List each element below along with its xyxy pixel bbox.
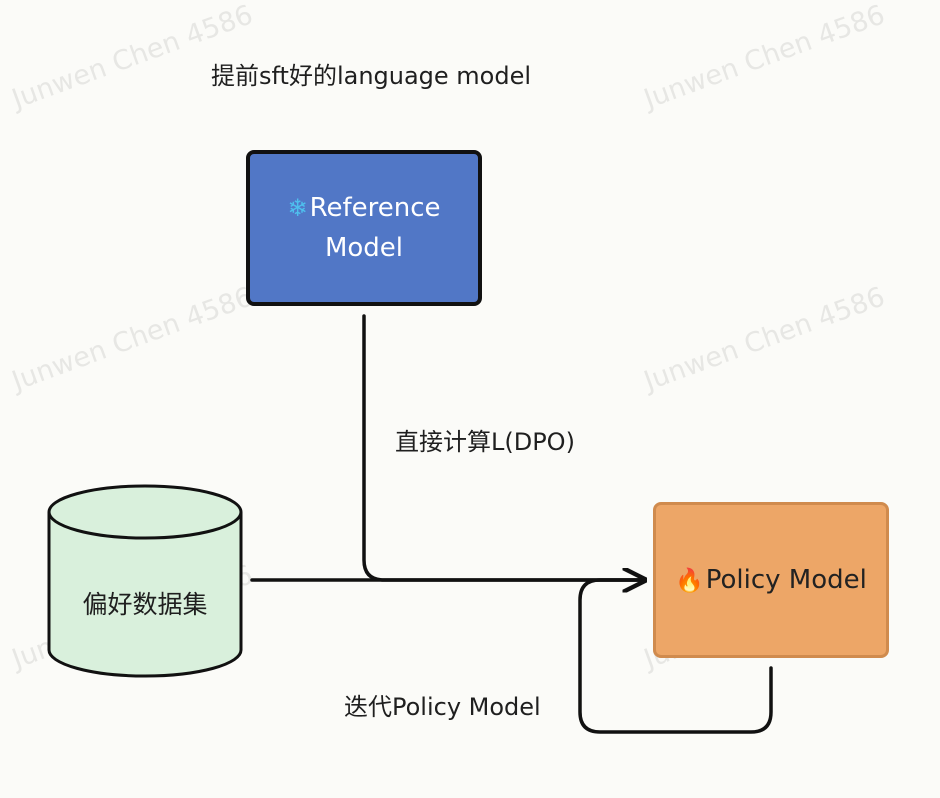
reference-model-label-line2: Model	[324, 233, 404, 263]
diagram-title: 提前sft好的language model	[211, 62, 532, 90]
fire-icon: 🔥	[675, 567, 704, 594]
policy-model-node: 🔥Policy Model	[653, 502, 889, 658]
dataset-label: 偏好数据集	[82, 590, 208, 619]
edge-policy-iteration	[578, 578, 773, 734]
dpo-edge-label: 直接计算L(DPO)	[395, 428, 575, 456]
iterate-edge-label: 迭代Policy Model	[344, 693, 541, 721]
dataset-cylinder	[47, 484, 243, 678]
snowflake-icon: ❄	[287, 194, 308, 222]
reference-model-node: ❄Reference Model	[246, 150, 482, 306]
policy-model-label: Policy Model	[705, 564, 867, 595]
reference-model-label-line1: Reference	[309, 193, 441, 223]
